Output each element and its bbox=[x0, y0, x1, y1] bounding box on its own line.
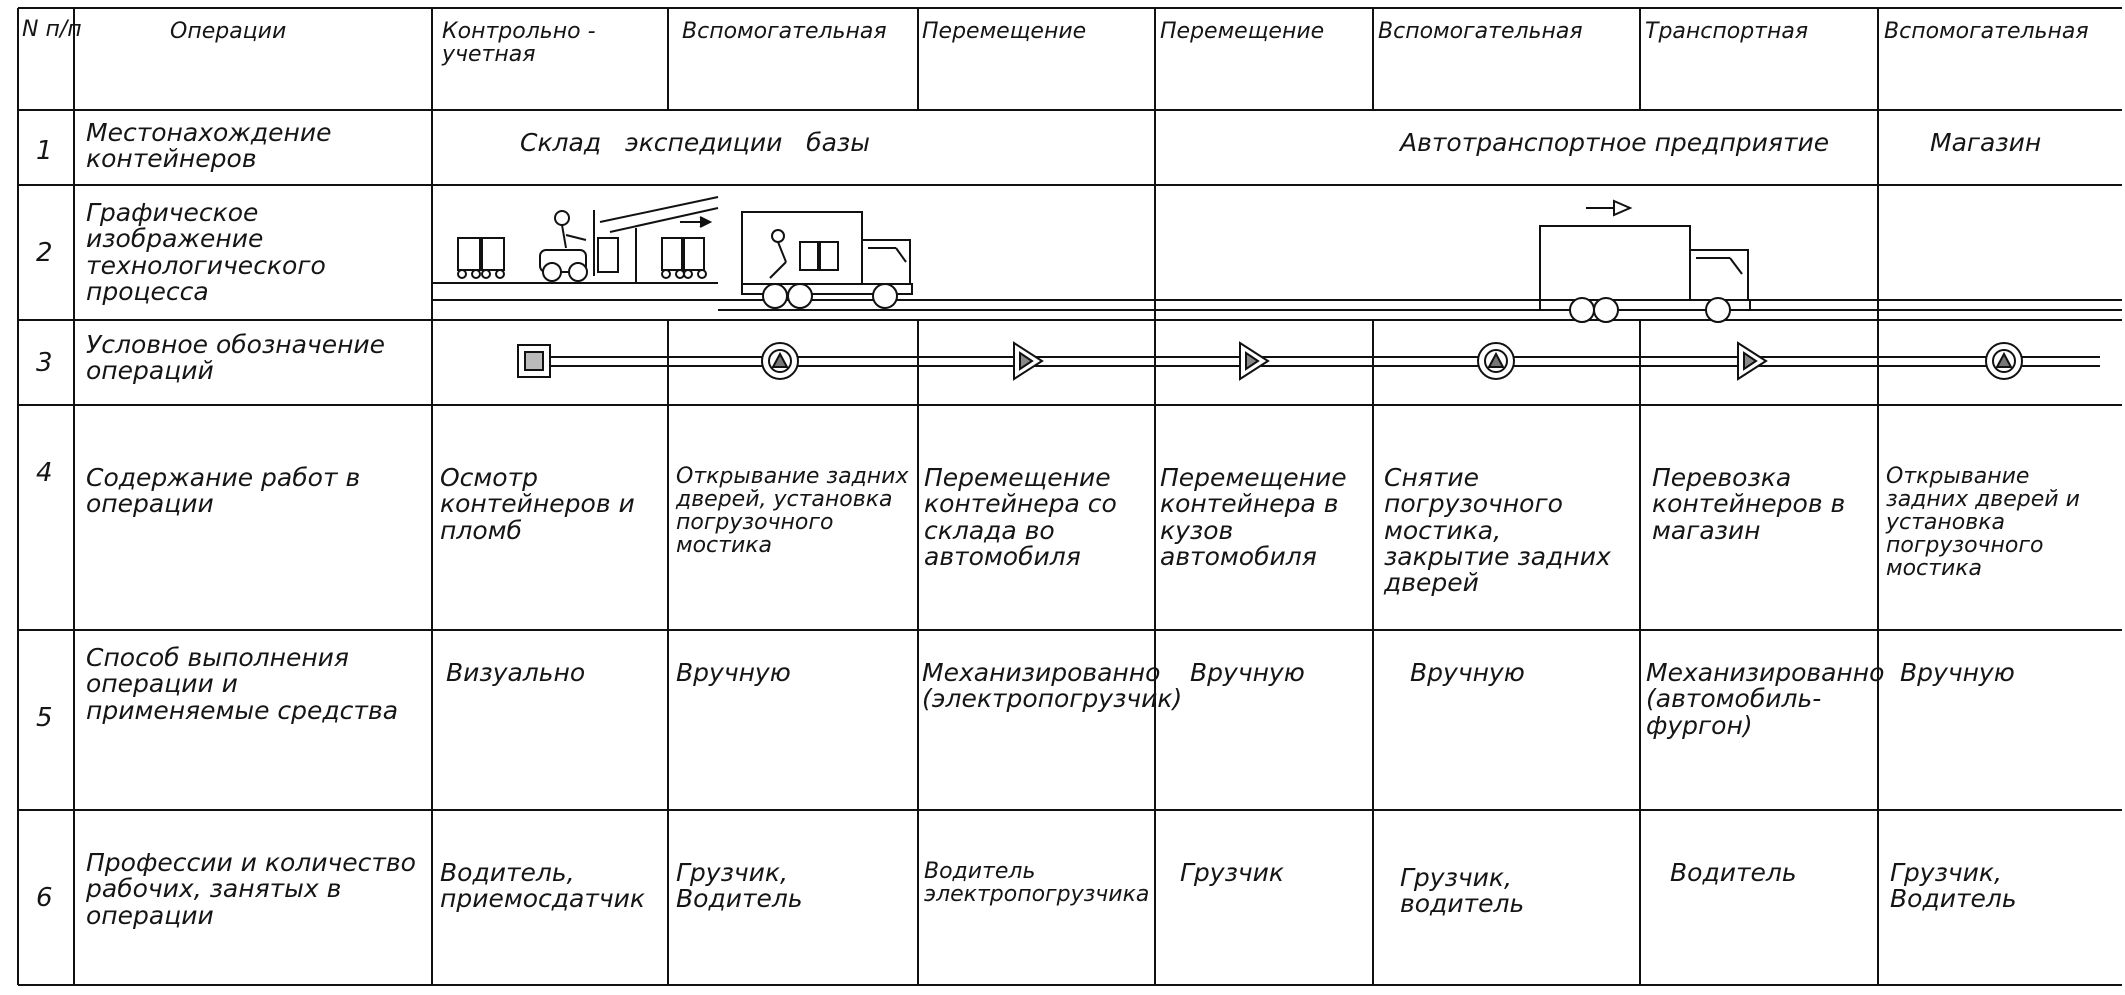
workers-5: Грузчик, водитель bbox=[1400, 863, 1525, 919]
auxiliary-circle-icon bbox=[761, 342, 799, 380]
warehouse-scene-illustration bbox=[457, 196, 913, 309]
work-content-5: Снятие погрузочного мостика, закрытие за… bbox=[1384, 463, 1611, 597]
operation-symbols bbox=[517, 341, 2023, 381]
row-label-3: Условное обозначение операций bbox=[86, 330, 386, 386]
method-7: Вручную bbox=[1900, 658, 2015, 687]
col-header-6: Транспортная bbox=[1645, 19, 1809, 44]
method-4: Вручную bbox=[1190, 658, 1305, 687]
move-triangle-icon bbox=[1013, 341, 1044, 381]
row-number-1: 1 bbox=[36, 136, 53, 166]
num-header: N п/п bbox=[22, 17, 82, 42]
workers-3: Водитель электропогрузчика bbox=[924, 859, 1150, 908]
row-number-4: 4 bbox=[36, 458, 53, 488]
work-content-6: Перевозка контейнеров в магазин bbox=[1652, 463, 1846, 545]
location-warehouse: Склад экспедиции базы bbox=[520, 128, 870, 157]
row-label-5: Способ выполнения операции и применяемые… bbox=[86, 643, 399, 725]
control-square-icon bbox=[517, 344, 551, 378]
move-triangle-icon bbox=[1239, 341, 1270, 381]
row-number-2: 2 bbox=[36, 238, 53, 268]
auxiliary-circle-icon bbox=[1477, 342, 1515, 380]
method-6: Механизированно (автомобиль-фургон) bbox=[1646, 658, 1885, 740]
col-header-2: Вспомогательная bbox=[682, 19, 887, 44]
operations-header: Операции bbox=[170, 19, 287, 44]
location-shop: Магазин bbox=[1930, 128, 2042, 157]
workers-4: Грузчик bbox=[1180, 858, 1285, 887]
col-header-3: Перемещение bbox=[922, 19, 1087, 44]
work-content-3: Перемещение контейнера со склада во авто… bbox=[924, 463, 1117, 571]
work-content-4: Перемещение контейнера в кузов автомобил… bbox=[1160, 463, 1347, 571]
row-number-6: 6 bbox=[36, 883, 53, 913]
method-5: Вручную bbox=[1410, 658, 1525, 687]
transport-triangle-icon bbox=[1737, 341, 1768, 381]
workers-6: Водитель bbox=[1670, 858, 1797, 887]
transport-truck-illustration bbox=[1539, 199, 1751, 323]
row-label-6: Профессии и количество рабочих, занятых … bbox=[86, 848, 416, 930]
col-header-5: Вспомогательная bbox=[1378, 19, 1583, 44]
row-label-1: Местонахождение контейнеров bbox=[86, 118, 332, 174]
workers-1: Водитель, приемосдатчик bbox=[440, 858, 646, 914]
auxiliary-circle-icon bbox=[1985, 342, 2023, 380]
work-content-7: Открывание задних дверей и установка пог… bbox=[1886, 464, 2080, 582]
workers-7: Грузчик, Водитель bbox=[1890, 858, 2017, 914]
work-content-1: Осмотр контейнеров и пломб bbox=[440, 463, 635, 545]
row-label-2: Графическое изображение технологического… bbox=[86, 198, 326, 306]
col-header-1: Контрольно - учетная bbox=[442, 19, 596, 68]
method-3: Механизированно (электропогрузчик) bbox=[922, 658, 1183, 714]
method-2: Вручную bbox=[676, 658, 791, 687]
col-header-7: Вспомогательная bbox=[1884, 19, 2089, 44]
row-label-4: Содержание работ в операции bbox=[86, 463, 361, 519]
col-header-4: Перемещение bbox=[1160, 19, 1325, 44]
row-number-5: 5 bbox=[36, 703, 53, 733]
method-1: Визуально bbox=[446, 658, 586, 687]
workers-2: Грузчик, Водитель bbox=[676, 858, 803, 914]
work-content-2: Открывание задних дверей, установка погр… bbox=[676, 464, 909, 559]
location-transport-company: Автотранспортное предприятие bbox=[1400, 128, 1830, 157]
row-number-3: 3 bbox=[36, 348, 53, 378]
